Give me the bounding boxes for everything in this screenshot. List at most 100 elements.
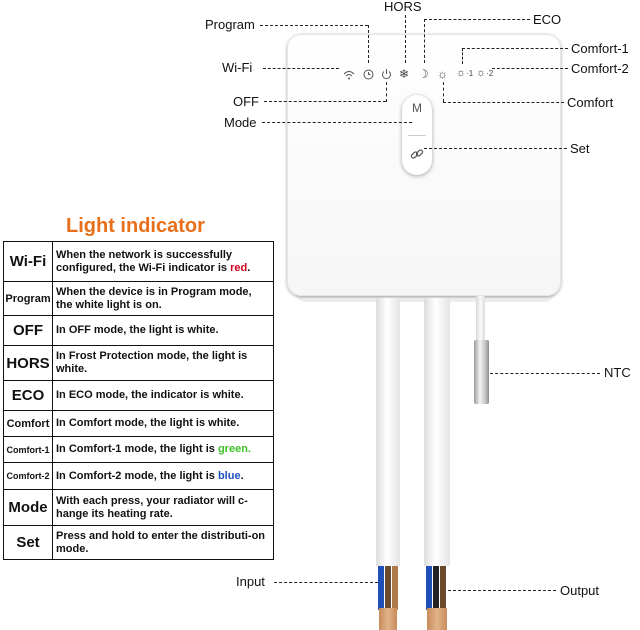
ntc-lead: [476, 296, 485, 342]
wifi-icon: [343, 70, 355, 83]
ntc-probe: [474, 340, 489, 404]
leader-line: [260, 25, 368, 26]
wire-black: [433, 566, 439, 610]
description-text: When the device is in Program mode, the …: [56, 285, 252, 311]
sun-icon: ☼: [437, 67, 448, 81]
callout-off: OFF: [233, 94, 259, 109]
leader-line: [368, 25, 369, 63]
callout-comfort-2: Comfort-2: [571, 61, 629, 76]
description-cell: In Comfort-2 mode, the light is blue.: [52, 462, 274, 490]
description-text: In Comfort-1 mode, the light is: [56, 443, 218, 455]
mode-set-button[interactable]: M: [402, 95, 432, 175]
description-text: In OFF mode, the light is white.: [56, 324, 219, 336]
mode-cell: Comfort-1: [3, 436, 53, 463]
wire-brown: [440, 566, 446, 610]
mode-cell: Program: [3, 281, 53, 316]
description-text: Press and hold to enter the distributi-o…: [56, 529, 266, 555]
mode-cell: Wi-Fi: [3, 241, 53, 282]
comfort-2-indicator: ☼·2: [476, 67, 494, 79]
callout-hors: HORS: [384, 0, 422, 14]
description-text: In Comfort mode, the light is white.: [56, 417, 240, 429]
description-cell: In Comfort mode, the light is white.: [52, 410, 274, 437]
mode-cell: Mode: [3, 489, 53, 526]
leader-line: [405, 15, 406, 63]
color-highlight: red: [230, 261, 248, 274]
description-text: In Frost Protection mode, the light is w…: [56, 350, 248, 375]
description-text: .: [240, 469, 244, 482]
color-highlight: green.: [217, 443, 251, 455]
leader-line: [492, 68, 568, 69]
callout-wifi: Wi-Fi: [222, 60, 253, 75]
mode-cell: Comfort: [3, 410, 53, 437]
snowflake-icon: ❄: [399, 67, 410, 81]
description-text: When the network is successfully configu…: [56, 248, 233, 274]
description-cell: In Comfort-1 mode, the light is green.: [52, 436, 274, 463]
callout-comfort: Comfort: [567, 95, 614, 110]
callout-input: Input: [236, 574, 265, 589]
callout-output: Output: [560, 583, 600, 598]
callout-mode: Mode: [224, 115, 257, 130]
callout-ntc: NTC: [604, 365, 631, 380]
description-cell: When the network is successfully configu…: [52, 241, 274, 282]
leader-line: [274, 582, 378, 583]
callout-eco: ECO: [533, 12, 562, 27]
callout-comfort-1: Comfort-1: [571, 41, 629, 56]
description-text: In Comfort-2 mode, the light is: [56, 469, 218, 482]
power-icon: [381, 68, 392, 83]
leader-line: [448, 590, 556, 591]
description-text: .: [247, 261, 251, 274]
leader-line: [462, 48, 463, 64]
description-cell: In Frost Protection mode, the light is w…: [52, 345, 274, 381]
description-cell: Press and hold to enter the distributi-o…: [52, 525, 274, 560]
copper-tip: [379, 608, 397, 630]
callout-set: Set: [570, 141, 590, 156]
copper-tip: [427, 608, 447, 630]
light-indicator-title: Light indicator: [66, 215, 205, 237]
description-text: With each press, your radiator will c-ha…: [56, 494, 248, 520]
leader-line: [424, 19, 530, 20]
sun-icon: ☼: [476, 67, 487, 79]
clock-icon: [363, 69, 374, 83]
leader-line: [443, 102, 564, 103]
mode-cell: Set: [3, 525, 53, 560]
button-divider: [408, 135, 426, 136]
link-icon[interactable]: [410, 147, 424, 166]
leader-line: [443, 82, 444, 102]
wire-blue: [378, 566, 384, 610]
callout-program: Program: [205, 17, 255, 32]
wire-blue: [426, 566, 432, 610]
color-highlight: blue: [217, 469, 241, 482]
mode-cell: OFF: [3, 315, 53, 346]
leader-line: [462, 48, 568, 49]
mode-button-label[interactable]: M: [412, 101, 422, 115]
leader-line: [386, 82, 387, 102]
description-cell: When the device is in Program mode, the …: [52, 281, 274, 316]
leader-line: [262, 122, 412, 123]
wire-brown: [385, 566, 391, 610]
description-text: In ECO mode, the indicator is white.: [56, 389, 244, 401]
mode-cell: Comfort-2: [3, 462, 53, 490]
comfort-1-indicator: ☼·1: [456, 67, 474, 79]
description-cell: In OFF mode, the light is white.: [52, 315, 274, 346]
leader-line: [424, 19, 425, 63]
sun-icon: ☼: [456, 67, 467, 79]
leader-line: [424, 148, 567, 149]
moon-icon: ☽: [418, 67, 429, 81]
mode-cell: ECO: [3, 380, 53, 411]
leader-line: [490, 373, 600, 374]
input-cable: [376, 298, 400, 566]
output-cable: [424, 298, 450, 566]
description-cell: In ECO mode, the indicator is white.: [52, 380, 274, 411]
